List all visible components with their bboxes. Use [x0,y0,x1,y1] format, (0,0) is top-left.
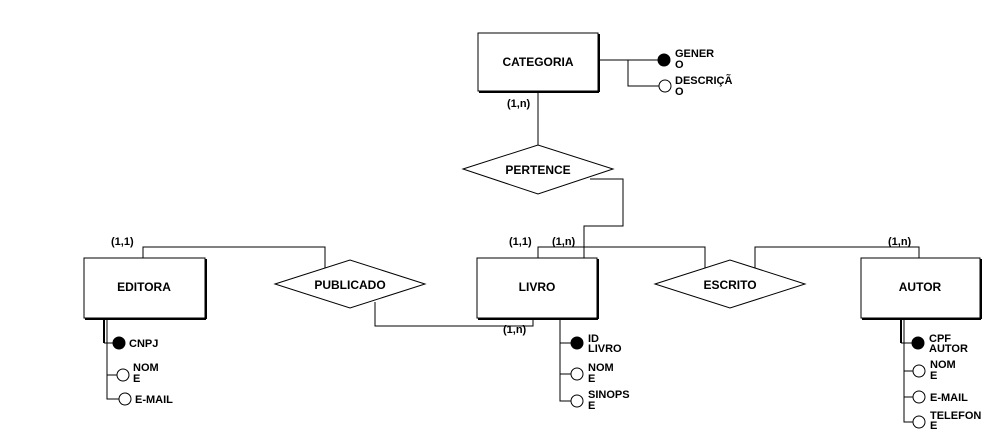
attribute-marker [658,79,672,93]
attr-line [903,318,913,372]
attr-line [903,371,913,398]
link-pertence-livro [583,178,624,258]
attribute-marker [912,415,926,429]
link-escrito-autor [754,246,920,268]
cardinality-label: (1,n) [507,98,531,110]
attr-line [559,374,571,402]
primary-key-marker [657,53,671,67]
primary-key-marker [112,336,126,350]
relationship-label: PUBLICADO [314,278,385,292]
attr-line [627,60,659,87]
link-livro-escrito [537,246,706,268]
attribute-editora-email: E-MAIL [118,392,173,406]
attribute-label: CNPJ [129,338,158,350]
cardinality-label: (1,n) [552,236,576,248]
entity-label: LIVRO [519,280,556,294]
entity-label: AUTOR [899,280,942,294]
relationship-publicado: PUBLICADO [273,259,427,309]
primary-key-marker [911,336,925,350]
attribute-label: E-MAIL [135,394,173,406]
link-publicado-livro [374,302,534,327]
attr-line [903,397,913,423]
relationship-pertence: PERTENCE [461,144,615,195]
entity-editora: EDITORA [83,257,207,320]
attribute-editora-cnpj: CNPJ [112,336,158,350]
cardinality-label: (1,n) [503,324,527,336]
entity-categoria: CATEGORIA [477,32,600,93]
primary-key-marker [570,336,584,350]
attr-line [106,375,119,400]
entity-autor: AUTOR [860,257,982,320]
relationship-label: PERTENCE [505,163,570,177]
cardinality-label: (1,1) [111,236,134,248]
cardinality-label: (1,n) [888,236,912,248]
entity-livro: LIVRO [476,257,599,320]
attribute-marker [570,367,584,381]
attribute-marker [116,368,130,382]
relationship-escrito: ESCRITO [653,259,807,309]
connector-lines [103,59,920,423]
attribute-marker [912,364,926,378]
attribute-marker [912,390,926,404]
attribute-marker [118,392,132,406]
attribute-marker [570,394,584,408]
attribute-label: E-MAIL [930,392,968,404]
entity-label: CATEGORIA [502,55,573,69]
cardinality-label: (1,1) [509,236,532,248]
attr-line [559,343,571,375]
attribute-autor-email: E-MAIL [912,390,968,404]
relationship-label: ESCRITO [703,278,756,292]
entity-label: EDITORA [117,280,171,294]
cardinality-labels: (1,n) (1,1) (1,n) (1,1) (1,n) (1,n) [111,98,912,336]
link-editora-publicado [142,246,326,268]
